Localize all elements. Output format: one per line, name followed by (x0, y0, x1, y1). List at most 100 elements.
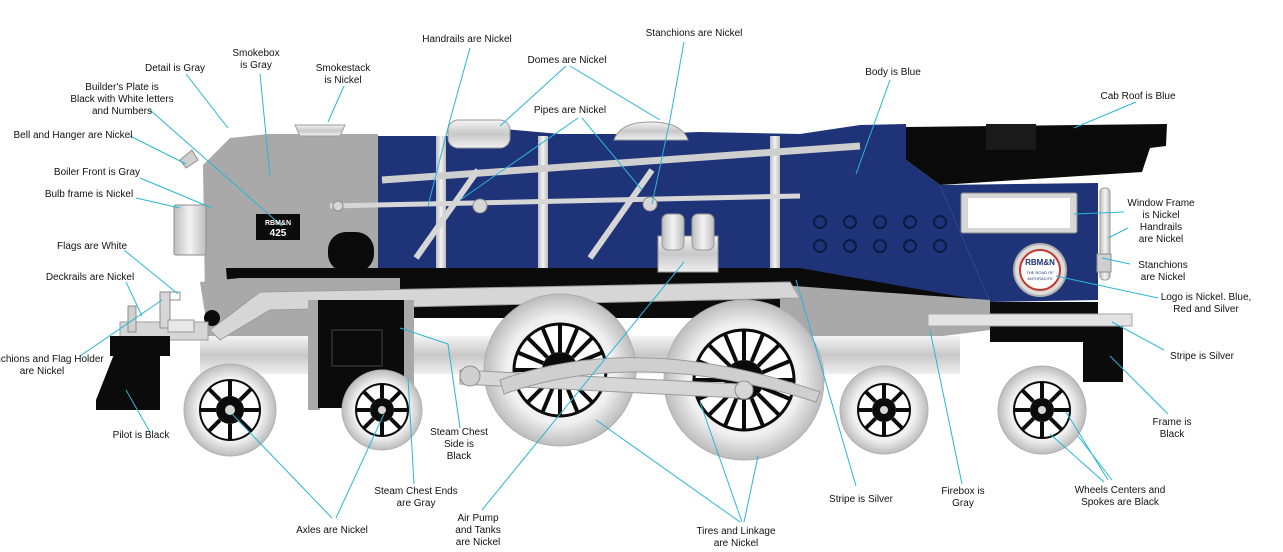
callout-line: Red and Silver (1173, 304, 1239, 315)
callout-line: are Nickel (456, 537, 500, 548)
leader-stripe-bottom (795, 279, 857, 487)
pilot-area (96, 291, 209, 410)
callout-stripe-right: Stripe is Silver (1170, 351, 1235, 362)
cab-roof (906, 124, 1167, 185)
flag-holder (159, 291, 171, 329)
callout-deckrails: Deckrails are Nickel (46, 272, 134, 283)
leader-tires-3 (743, 455, 759, 523)
logo-red-ring (1019, 249, 1061, 291)
callout-stanchions-top: Stanchions are Nickel (646, 28, 743, 39)
leader-domes-1 (499, 65, 567, 127)
cab-window (968, 198, 1070, 228)
steam-dome-1 (447, 119, 511, 149)
wheel-spoke (761, 385, 791, 401)
leader-frame (1109, 355, 1169, 415)
callout-axles: Axles are Nickel (296, 525, 368, 536)
callout-handrails: Handrails are Nickel (422, 34, 511, 45)
leader-bulb-frame (135, 197, 181, 209)
callout-line: is Nickel (1142, 210, 1179, 221)
wheel-spoke (389, 390, 402, 403)
callout-line: Stanchions and Flag Holder (0, 354, 104, 365)
leader-handrails (427, 47, 471, 207)
callout-line: Black (447, 451, 472, 462)
wheel-spoke (891, 417, 904, 430)
crank-pin (734, 380, 754, 400)
firebox-gray (780, 285, 990, 350)
wheel-spoke (1020, 388, 1035, 403)
builders-plate-line-2: 425 (270, 228, 287, 239)
leader-tires-1 (595, 419, 741, 523)
air-pump (657, 213, 719, 273)
leader-wheel-centers-3 (1077, 435, 1113, 481)
callout-line: Detail is Gray (145, 63, 205, 74)
callout-line: Wheels Centers and (1075, 485, 1166, 496)
boiler-front (203, 134, 268, 300)
callout-line: are Nickel (714, 538, 758, 549)
callout-line: and Numbers (92, 106, 152, 117)
wheel-spoke (749, 397, 765, 427)
wheel-spoke (238, 387, 253, 402)
leader-body (855, 79, 891, 175)
wheel-spoke (362, 417, 375, 430)
leader-pipes-2 (581, 117, 643, 191)
boiler-handrail (329, 193, 801, 209)
callout-pilot: Pilot is Black (113, 430, 171, 441)
leader-pilot (125, 389, 151, 433)
callout-line: Flags are White (57, 241, 127, 252)
logo-line-3: ANTHRACITE (1027, 276, 1053, 281)
wheel-spoke (1049, 417, 1064, 432)
callout-line: is Gray (240, 60, 272, 71)
leader-flags (123, 249, 179, 295)
callout-line: Bell and Hanger are Nickel (14, 130, 133, 141)
callout-boiler-front: Boiler Front is Gray (54, 167, 140, 178)
callout-line: is Nickel (324, 75, 361, 86)
callout-line: Deckrails are Nickel (46, 272, 134, 283)
callout-line: Air Pump (457, 513, 499, 524)
trailing-wheel-2 (997, 365, 1087, 455)
logo: RBM&N THE ROAD OF ANTHRACITE (1013, 243, 1067, 297)
callout-line: Pilot is Black (113, 430, 171, 441)
trailing-wheel-1 (839, 365, 929, 455)
callout-line: Pipes are Nickel (534, 105, 606, 116)
callout-line: Stripe is Silver (829, 494, 894, 505)
frame-rear (1083, 322, 1123, 382)
handrail-stanchion-3 (332, 200, 344, 212)
callout-line: Body is Blue (865, 67, 921, 78)
leader-steam-chest-side (399, 327, 461, 429)
wheel-spoke (207, 418, 222, 433)
callout-line: Black (1160, 429, 1185, 440)
front-coupler-box (167, 319, 195, 333)
side-rod (499, 357, 821, 403)
wheel-spoke (1049, 388, 1064, 403)
wheel-spoke (526, 336, 549, 359)
handrail-stanchion-2 (642, 196, 658, 212)
wheel-spoke (891, 390, 904, 403)
callout-line: Side is (444, 439, 474, 450)
callout-line: Smokebox (232, 48, 279, 59)
callout-line: Handrails (1140, 222, 1182, 233)
leader-handrails-right (1107, 227, 1129, 239)
leader-flag-holder (79, 299, 163, 357)
leader-axles-1 (231, 413, 333, 519)
upper-pipe (381, 142, 861, 184)
builders-plate-line-1: RBM&N (265, 220, 291, 227)
wheel-spoke (864, 390, 877, 403)
headlight-bulb-frame (173, 204, 207, 256)
callout-labels: Handrails are Nickel Stanchions are Nick… (0, 28, 1251, 549)
smokestack (294, 124, 346, 137)
callout-stripe-bottom: Stripe is Silver (829, 494, 894, 505)
leader-wheel-centers-2 (1049, 433, 1105, 483)
callout-bulb-frame: Bulb frame is Nickel (45, 189, 133, 200)
running-board-edge (209, 281, 801, 341)
wheel-spoke (540, 326, 555, 355)
cab-roof-vent (986, 124, 1036, 150)
deckrail (127, 305, 137, 333)
